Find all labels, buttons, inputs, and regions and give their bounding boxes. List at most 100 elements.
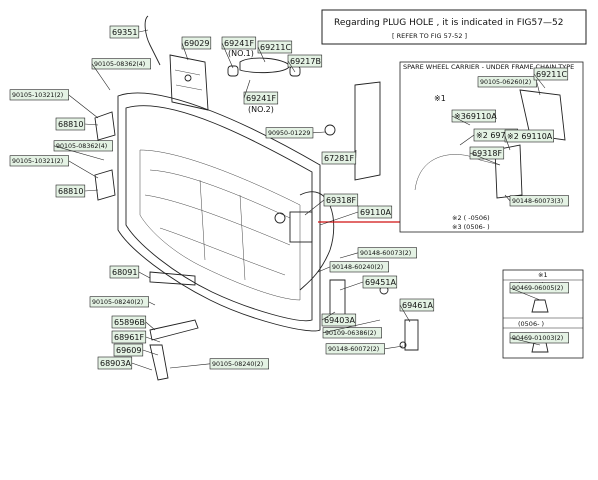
label-text: 68091 — [112, 268, 137, 277]
part-label-lb-90469-01003-2: 90469-01003(2) — [509, 332, 569, 346]
label-text: 90105-08240(2) — [212, 361, 263, 368]
leader-line — [68, 94, 99, 119]
leader-line — [181, 42, 189, 61]
leader-line — [509, 337, 541, 346]
part-label-p69351: 69351 — [109, 25, 149, 39]
label-text: 90148-60240(2) — [332, 264, 383, 271]
label-box — [109, 25, 140, 39]
part-label-p90950-01229: 90950-01229 — [265, 127, 326, 139]
part-label-p90105-08362-4b: 90105-08362(4) — [53, 140, 113, 161]
part-label-p69403A: 69403A — [321, 311, 357, 327]
label-text: 90105-10321(2) — [12, 158, 63, 165]
label-text: 69211C — [536, 70, 567, 79]
legend-row2: (0506- ) — [518, 320, 544, 328]
part-label-p90109-06386-2: 90109-06386(2) — [322, 319, 382, 339]
part-label-in-69110A-b: ※2 69110A — [504, 129, 554, 151]
handle-assy — [169, 54, 209, 111]
header-box: Regarding PLUG HOLE , it is indicated in… — [321, 9, 587, 45]
label-text: 90105-08362(4) — [94, 61, 145, 68]
part-label-p69609: 69609 — [113, 343, 159, 357]
part-label-p90148-60073-2: 90148-60073(2) — [339, 247, 417, 259]
leader-line — [451, 115, 471, 126]
door-stop — [149, 271, 196, 286]
label-text: 69217B — [290, 57, 321, 66]
leader-line — [312, 131, 326, 134]
hinge-lower — [94, 169, 116, 201]
leader-line — [148, 301, 156, 306]
leader-line — [84, 123, 99, 126]
part-label-p69241F-no1: 69241F — [221, 36, 257, 69]
leader-line — [91, 63, 111, 91]
label-text: 69351 — [112, 28, 137, 37]
leader-line — [142, 349, 159, 356]
leader-line — [287, 60, 296, 73]
leader-line — [169, 363, 211, 369]
label-text: ※2 69790 — [476, 131, 516, 140]
part-label-p90105-08362-4a: 90105-08362(4) — [91, 58, 151, 91]
rod-69351 — [144, 15, 161, 66]
inset-title: SPARE WHEEL CARRIER - UNDER FRAME CHAIN … — [403, 63, 574, 71]
part-label-p90105-10321-2b: 90105-10321(2) — [9, 155, 99, 179]
part-label-p90105-10321-2a: 90105-10321(2) — [9, 89, 99, 119]
label-text: 90469-01003(2) — [512, 335, 563, 342]
part-label-p69211C: 69211C — [257, 40, 293, 63]
leader-line — [84, 189, 99, 192]
label-text: 69029 — [184, 39, 209, 48]
part-label-p68961F: 68961F — [111, 330, 161, 344]
part-label-p68903A: 68903A — [97, 356, 153, 371]
label-text: 69241F — [246, 94, 276, 103]
part-label-p90148-60240-2: 90148-60240(2) — [317, 261, 389, 273]
leader-line — [536, 81, 541, 96]
label-text: 68810 — [58, 187, 83, 196]
part-label-p68091: 68091 — [109, 265, 151, 279]
leader-line — [53, 145, 105, 161]
label-text: 90950-01229 — [268, 130, 310, 137]
label-text: ※369110A — [454, 112, 497, 121]
leader-line — [221, 42, 234, 69]
label-text: (NO.1) — [228, 49, 254, 58]
label-text: 90148-60072(2) — [328, 346, 379, 353]
part-label-p69029: 69029 — [181, 36, 212, 61]
inset-note1: ※2 ( -0506) — [452, 214, 490, 222]
part-label-p69110A-main: 69110A — [319, 205, 393, 226]
label-text: 68903A — [100, 359, 131, 368]
part-label-p90148-60072-2: 90148-60072(2) — [325, 343, 404, 355]
leader-line — [509, 287, 541, 301]
leader-line — [145, 321, 156, 331]
part-label-p68810b: 68810 — [55, 184, 99, 198]
part-label-p69217B: 69217B — [287, 54, 323, 73]
header-line1: Regarding PLUG HOLE , it is indicated in… — [334, 18, 563, 28]
part-label-in-s1: ※1 — [434, 94, 446, 103]
leader-line — [243, 79, 251, 99]
body-pillar — [354, 81, 381, 181]
part-label-in-69110A-a: ※369110A — [451, 109, 497, 126]
leader-line — [138, 29, 149, 33]
label-text: 69241F — [224, 39, 254, 48]
leader-line — [469, 152, 501, 166]
leader-line — [384, 345, 404, 350]
hinge-upper — [94, 111, 116, 141]
leader-line — [504, 194, 511, 202]
leader-line — [321, 311, 336, 321]
leader-line — [257, 46, 266, 63]
label-text: 90105-10321(2) — [12, 92, 63, 99]
label-text: 69110A — [360, 208, 391, 217]
leader-line — [145, 336, 161, 343]
part-label-no1: (NO.1) — [228, 49, 254, 58]
part-label-p69241F-no2: 69241F — [243, 79, 279, 105]
header-line2: [ REFER TO FIG 57-52 ] — [392, 32, 467, 40]
part-label-in-90148-60073-3: 90148-60073(3) — [504, 194, 569, 207]
leader-line — [317, 266, 331, 273]
label-text: 69451A — [365, 278, 396, 287]
label-text: 69403A — [324, 316, 355, 325]
leader-line — [131, 362, 153, 371]
part-label-in-69318F: 69318F — [469, 146, 505, 166]
latch-lower — [329, 279, 346, 319]
leader-line — [319, 211, 359, 226]
label-box — [89, 296, 149, 308]
part-label-p69451A: 69451A — [339, 275, 398, 291]
leader-line — [459, 134, 475, 146]
label-text: 69461A — [402, 301, 433, 310]
